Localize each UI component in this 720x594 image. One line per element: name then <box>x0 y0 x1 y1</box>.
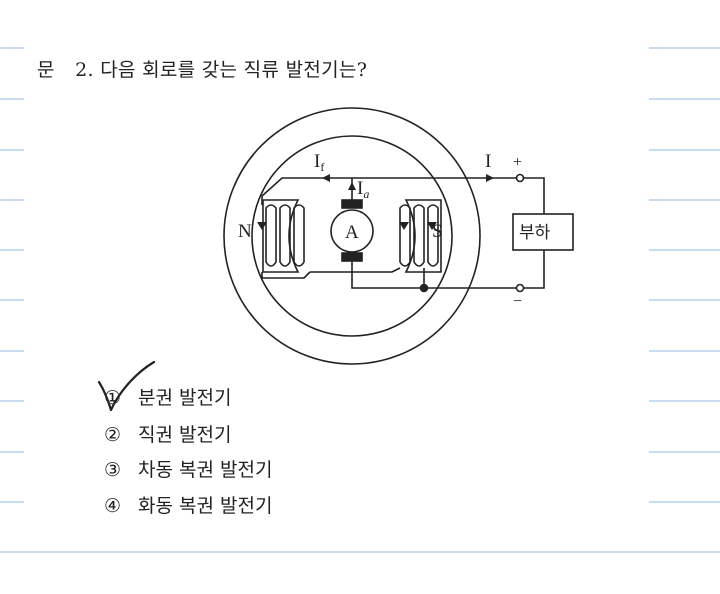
bottom-rule <box>0 551 720 553</box>
rule-line <box>649 299 720 301</box>
yoke-outer-circle <box>223 107 481 365</box>
option-4[interactable]: ④ 화동 복권 발전기 <box>104 491 272 518</box>
option-2-text: 직권 발전기 <box>138 424 232 446</box>
rule-line <box>649 451 720 453</box>
if-arrow <box>322 174 330 182</box>
rule-line <box>0 98 24 100</box>
junction-dot <box>419 283 429 293</box>
rule-line <box>0 451 24 453</box>
option-2[interactable]: ② 직권 발전기 <box>104 420 231 447</box>
rule-line <box>649 199 720 201</box>
field-wire-top <box>261 177 520 205</box>
question-text: 문 2. 다음 회로를 갖는 직류 발전기는? <box>37 55 367 82</box>
i-arrow <box>486 174 494 182</box>
field-wire-link <box>310 267 401 273</box>
field-coil-n <box>265 204 305 267</box>
rule-line <box>649 47 720 49</box>
ia-arrow <box>348 182 356 190</box>
label-plus: + <box>513 154 522 171</box>
label-pole-s: S <box>432 221 443 242</box>
question-number: 2. <box>75 59 94 81</box>
question-prefix: 문 <box>37 59 55 81</box>
rule-line <box>0 350 24 352</box>
label-minus: − <box>513 293 522 310</box>
load-box <box>512 213 574 251</box>
option-3[interactable]: ③ 차동 복권 발전기 <box>104 455 272 482</box>
rule-line <box>0 199 24 201</box>
checkmark-icon <box>97 360 156 412</box>
rule-line <box>0 400 24 402</box>
field-coil-s <box>399 204 439 267</box>
rule-line <box>0 149 24 151</box>
coil-current-arrows <box>257 222 437 230</box>
armature-circle <box>330 209 374 253</box>
option-3-text: 차동 복권 발전기 <box>138 459 273 481</box>
label-if: If <box>314 151 324 174</box>
option-4-mark: ④ <box>104 495 122 517</box>
field-wire-bottom-left <box>261 271 311 279</box>
label-i: I <box>485 151 491 172</box>
brush-top <box>341 199 363 209</box>
question-body: 다음 회로를 갖는 직류 발전기는? <box>100 59 368 81</box>
negative-terminal <box>515 283 525 293</box>
rule-line <box>0 47 24 49</box>
rule-line <box>0 299 24 301</box>
label-pole-n: N <box>238 221 252 242</box>
rule-line <box>649 149 720 151</box>
option-4-text: 화동 복권 발전기 <box>138 495 273 517</box>
rule-line <box>649 350 720 352</box>
option-2-mark: ② <box>104 424 122 446</box>
rule-line <box>649 249 720 251</box>
label-armature: A <box>345 222 359 243</box>
rule-line <box>0 501 24 503</box>
yoke-inner-circle <box>251 135 453 337</box>
rule-line <box>649 98 720 100</box>
label-load: 부하 <box>519 223 551 242</box>
rule-line <box>649 501 720 503</box>
rule-line <box>0 249 24 251</box>
option-1-text: 분권 발전기 <box>138 387 232 409</box>
armature-lead-bottom <box>351 261 424 289</box>
positive-terminal <box>515 173 525 183</box>
label-ia: Ia <box>357 178 369 201</box>
rule-line <box>649 400 720 402</box>
load-wire-bottom <box>523 250 545 289</box>
load-wire-top <box>523 177 545 214</box>
option-3-mark: ③ <box>104 459 122 481</box>
brush-bottom <box>341 252 363 262</box>
